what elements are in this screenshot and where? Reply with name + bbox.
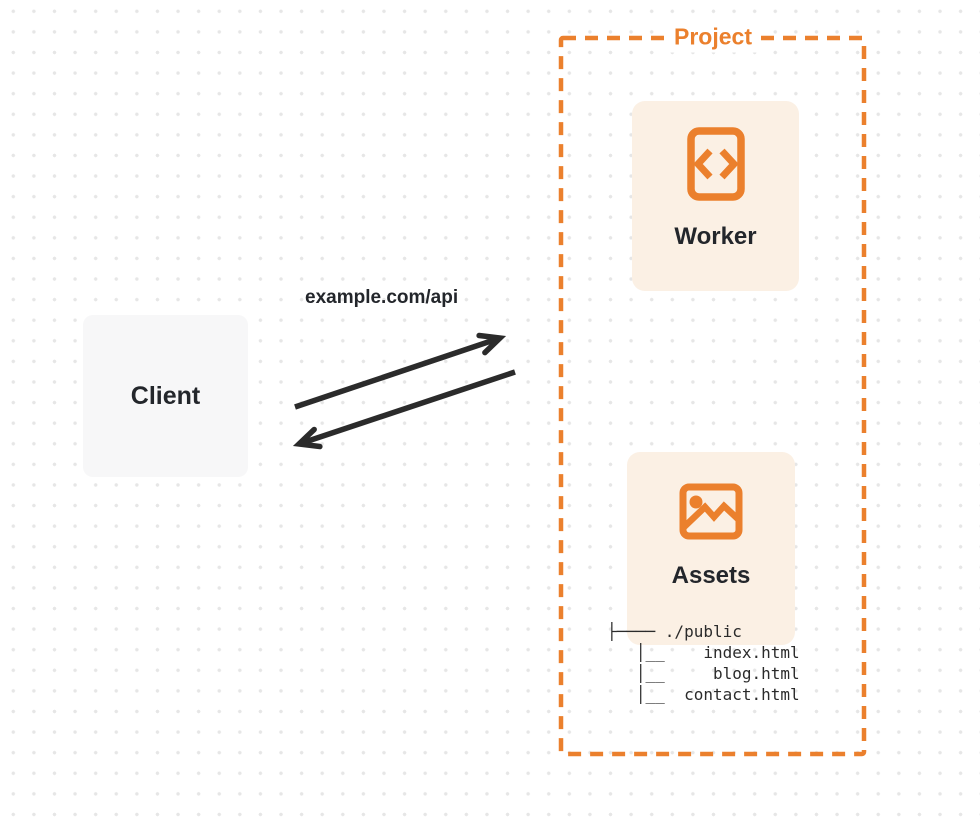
tree-line-index: │__ index.html	[607, 643, 800, 662]
assets-node: Assets	[627, 452, 795, 645]
request-url-label: example.com/api	[305, 287, 459, 308]
client-node: Client	[83, 315, 248, 477]
code-file-icon	[686, 127, 745, 201]
project-boundary	[558, 35, 867, 757]
client-label: Client	[130, 381, 201, 410]
worker-node: Worker	[632, 101, 799, 291]
image-icon	[679, 483, 743, 540]
request-arrow	[294, 332, 507, 410]
assets-label: Assets	[671, 562, 751, 589]
tree-line-blog: │__ blog.html	[607, 664, 800, 683]
tree-line-public: ├──── ./public	[607, 622, 742, 641]
worker-label: Worker	[674, 223, 757, 250]
assets-file-tree: ├──── ./public │__ index.html │__ blog.h…	[607, 621, 800, 705]
response-arrow	[292, 369, 516, 450]
project-label: Project	[665, 21, 761, 53]
tree-line-contact: │__ contact.html	[607, 685, 800, 704]
